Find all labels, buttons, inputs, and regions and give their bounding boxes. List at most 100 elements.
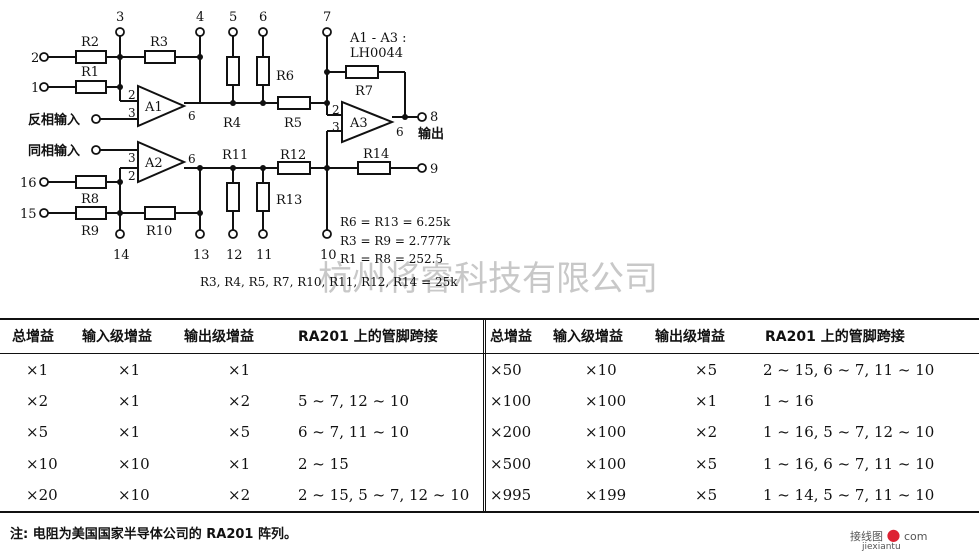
label-r2: R2	[81, 35, 99, 50]
pin-label-8: 8	[430, 110, 438, 125]
header-output-gain-left: 输出级增益	[184, 329, 254, 345]
right-row-1-cell-2: ×10	[585, 361, 617, 379]
pin-5-terminal	[228, 27, 238, 37]
pin-13-terminal	[195, 229, 205, 239]
right-row-3-cell-3: ×2	[695, 423, 718, 441]
resistor-r12	[277, 161, 311, 175]
a2-pin-6: 6	[188, 152, 196, 166]
right-row-1-cell-3: ×5	[695, 361, 718, 379]
noninverting-input-terminal	[91, 145, 101, 155]
label-r11: R11	[222, 148, 248, 163]
pin-label-7: 7	[323, 10, 331, 25]
circuit-schematic: 2 1 3 4 5 6 7 8 9 16 15 14 13 12 11 10 R…	[20, 10, 658, 299]
table-header-rule	[0, 353, 979, 354]
left-row-3-cell-4: 6 ~ 7, 11 ~ 10	[298, 423, 410, 441]
pin-3-terminal	[115, 27, 125, 37]
left-row-2-cell-1: ×2	[26, 392, 49, 410]
left-row-5-cell-4: 2 ~ 15, 5 ~ 7, 12 ~ 10	[298, 486, 470, 504]
pin-6-terminal	[258, 27, 268, 37]
equation-25k-group: R3, R4, R5, R7, R10, R11, R12, R14 = 25k	[200, 275, 458, 289]
header-output-gain-right: 输出级增益	[655, 329, 725, 345]
equation-r1-r8: R1 = R8 = 252.5	[340, 252, 443, 266]
logo-domain: jiexiantu	[862, 542, 901, 552]
a1-pin-6: 6	[188, 109, 196, 123]
resistor-r2	[75, 50, 107, 64]
a3-pin-2: 2	[332, 103, 340, 117]
noninverting-input-label: 同相输入	[28, 143, 80, 159]
a2-pin-3: 3	[128, 151, 136, 165]
label-r14: R14	[363, 147, 389, 162]
pin-14-terminal	[115, 229, 125, 239]
opamp-a2	[137, 140, 187, 184]
right-row-2-cell-2: ×100	[585, 392, 627, 410]
site-logo: 接线图 ● com jiexiantu	[850, 525, 928, 552]
pin-9-terminal	[417, 163, 427, 173]
right-row-4-cell-4: 1 ~ 16, 6 ~ 7, 11 ~ 10	[763, 455, 935, 473]
label-r4: R4	[223, 116, 241, 131]
pin-2-terminal	[39, 52, 49, 62]
resistor-r8	[75, 175, 107, 189]
left-row-3-cell-2: ×1	[118, 423, 141, 441]
right-row-2-cell-3: ×1	[695, 392, 718, 410]
pin-label-11: 11	[256, 248, 273, 263]
logo-com: com	[903, 530, 928, 543]
a2-pin-2: 2	[128, 169, 136, 183]
right-row-1-cell-1: ×50	[490, 361, 522, 379]
equation-r3-r9: R3 = R9 = 2.777k	[340, 234, 451, 248]
left-row-4-cell-1: ×10	[26, 455, 58, 473]
opamp-a1	[137, 84, 187, 128]
a1-pin-3: 3	[128, 106, 136, 120]
logo-dot-icon: ●	[886, 525, 901, 544]
label-a3: A3	[349, 116, 368, 131]
label-r10: R10	[146, 224, 172, 239]
right-row-5-cell-4: 1 ~ 14, 5 ~ 7, 11 ~ 10	[763, 486, 935, 504]
resistor-r13	[256, 182, 270, 212]
logo-text: 接线图	[850, 530, 883, 543]
amp-type-part: LH0044	[350, 46, 403, 61]
pin-label-14: 14	[113, 248, 130, 263]
left-row-4-cell-3: ×1	[228, 455, 251, 473]
label-a1: A1	[144, 100, 163, 115]
left-row-3-cell-3: ×5	[228, 423, 251, 441]
right-row-3-cell-2: ×100	[585, 423, 627, 441]
header-total-gain-right: 总增益	[490, 329, 532, 345]
resistor-r5	[277, 96, 311, 110]
inverting-input-terminal	[91, 114, 101, 124]
table-divider	[483, 318, 486, 512]
label-r7: R7	[355, 84, 373, 99]
resistor-r6	[256, 56, 270, 86]
header-input-gain-left: 输入级增益	[82, 329, 152, 345]
right-row-1-cell-4: 2 ~ 15, 6 ~ 7, 11 ~ 10	[763, 361, 935, 379]
resistor-r7	[345, 65, 379, 79]
label-r8: R8	[81, 192, 99, 207]
pin-label-13: 13	[193, 248, 210, 263]
pin-15-terminal	[39, 208, 49, 218]
footnote: 注: 电阻为美国国家半导体公司的 RA201 阵列。	[10, 527, 297, 542]
amp-type-note: A1 - A3 :	[349, 31, 407, 46]
pin-label-5: 5	[229, 10, 237, 25]
right-row-3-cell-4: 1 ~ 16, 5 ~ 7, 12 ~ 10	[763, 423, 935, 441]
left-row-2-cell-2: ×1	[118, 392, 141, 410]
pin-8-terminal	[417, 112, 427, 122]
pin-label-16: 16	[20, 176, 37, 191]
resistor-r3	[144, 50, 176, 64]
pin-label-9: 9	[430, 162, 438, 177]
pin-label-12: 12	[226, 248, 243, 263]
pin-label-15: 15	[20, 207, 37, 222]
pin-label-6: 6	[259, 10, 267, 25]
right-row-4-cell-1: ×500	[490, 455, 532, 473]
table-bottom-rule	[0, 511, 979, 513]
gain-table: 总增益 输入级增益 输出级增益 RA201 上的管脚跨接 总增益 输入级增益 输…	[0, 315, 979, 513]
equation-r6-r13: R6 = R13 = 6.25k	[340, 215, 451, 229]
pin-11-terminal	[258, 229, 268, 239]
left-row-4-cell-4: 2 ~ 15	[298, 455, 349, 473]
resistor-r14	[357, 161, 391, 175]
right-row-4-cell-3: ×5	[695, 455, 718, 473]
pin-label-4: 4	[196, 10, 204, 25]
opamp-a3	[341, 100, 395, 144]
a3-pin-6: 6	[396, 125, 404, 139]
right-row-5-cell-3: ×5	[695, 486, 718, 504]
header-input-gain-right: 输入级增益	[553, 329, 623, 345]
watermark: 杭州将睿科技有限公司	[318, 259, 658, 299]
left-row-2-cell-3: ×2	[228, 392, 251, 410]
